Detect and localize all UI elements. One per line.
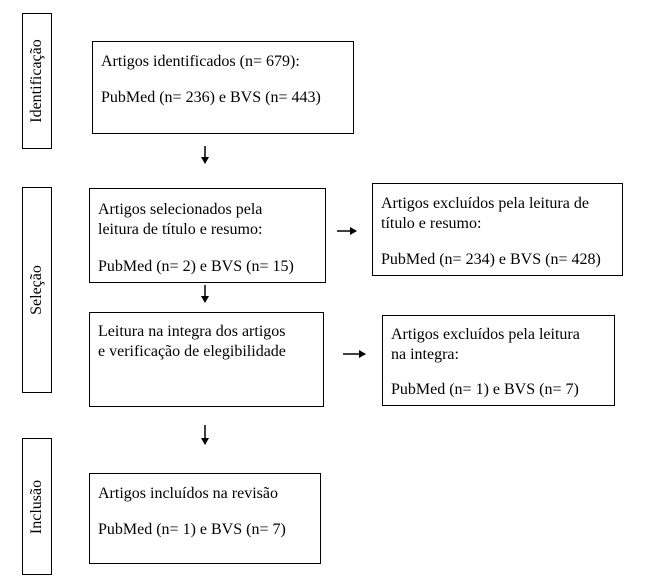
stage-identificacao: Identificação (22, 13, 52, 149)
screened-title-line1: Artigos selecionados pela (98, 201, 263, 218)
screened-counts: PubMed (n= 2) e BVS (n= 15) (98, 258, 294, 275)
stage-inclusao: Inclusão (22, 438, 52, 575)
included-box: Artigos incluídos na revisão PubMed (n= … (89, 473, 321, 564)
excluded-title-line2: título e resumo: (381, 215, 482, 232)
identified-counts: PubMed (n= 236) e BVS (n= 443) (101, 89, 321, 106)
excluded-full-line1: Artigos excluídos pela leitura (391, 326, 580, 343)
excluded-title-counts: PubMed (n= 234) e BVS (n= 428) (381, 251, 601, 268)
screened-box: Artigos selecionados pela leitura de tít… (89, 188, 326, 283)
stage-selecao: Seleção (22, 187, 52, 393)
included-counts: PubMed (n= 1) e BVS (n= 7) (98, 521, 286, 538)
excluded-title-box: Artigos excluídos pela leitura de título… (372, 183, 623, 276)
screened-title-line2: leitura de título e resumo: (98, 221, 263, 238)
identified-box: Artigos identificados (n= 679): PubMed (… (92, 41, 354, 134)
excluded-full-line2: na integra: (391, 346, 459, 363)
fulltext-title-line2: e verificação de elegibilidade (98, 343, 286, 360)
identified-title: Artigos identificados (n= 679): (101, 53, 300, 70)
excluded-full-counts: PubMed (n= 1) e BVS (n= 7) (391, 381, 579, 398)
fulltext-box: Leitura na integra dos artigos e verific… (89, 312, 324, 407)
fulltext-title-line1: Leitura na integra dos artigos (98, 323, 286, 340)
included-title: Artigos incluídos na revisão (98, 485, 278, 502)
excluded-title-line1: Artigos excluídos pela leitura de (381, 195, 589, 212)
excluded-full-box: Artigos excluídos pela leitura na integr… (382, 315, 615, 406)
